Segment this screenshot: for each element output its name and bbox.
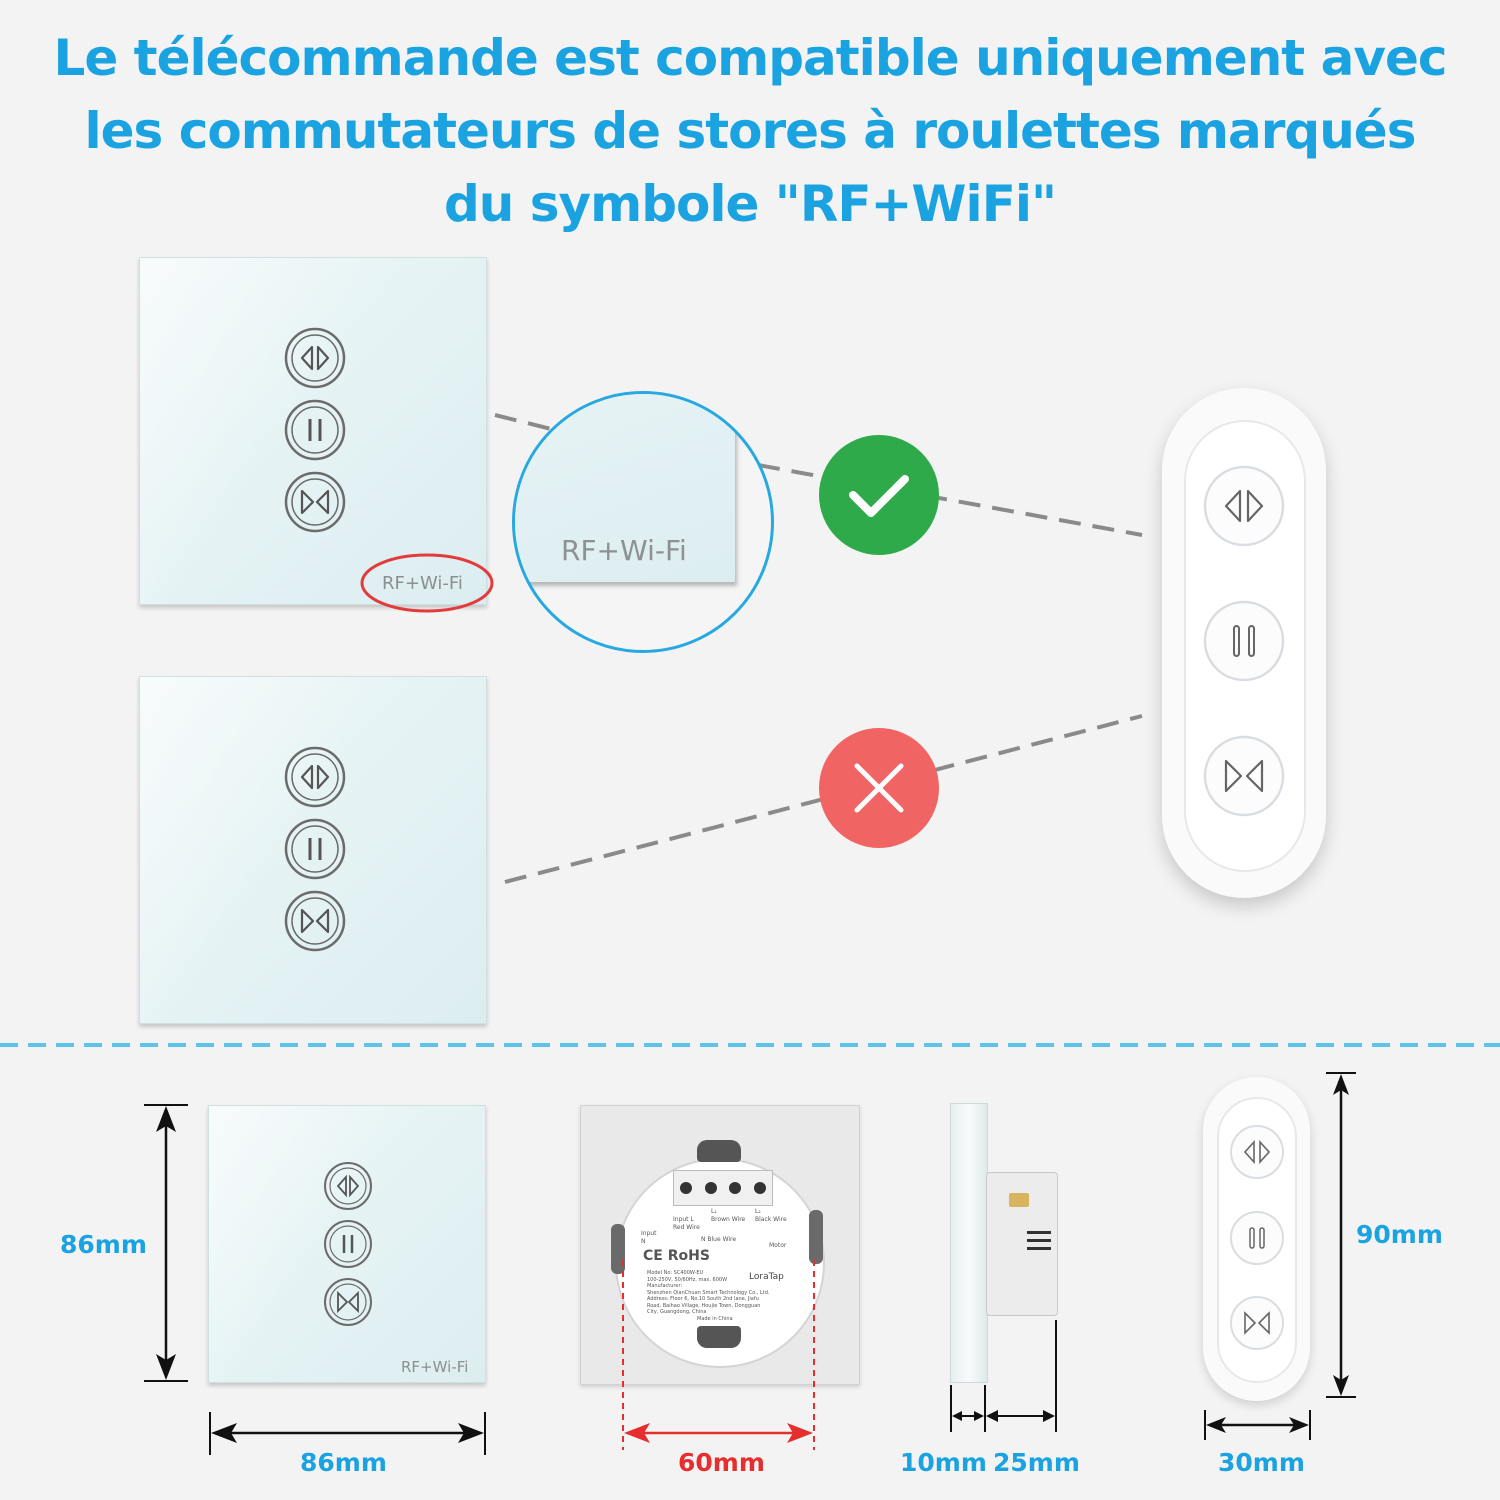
- section-separator: [0, 1043, 1500, 1047]
- switch-buttons: [284, 746, 346, 952]
- open-button-icon: [324, 1162, 372, 1210]
- remote-pause-button[interactable]: [1203, 600, 1285, 682]
- back-label-text: Model No: SC400W-EU 100-250V, 50/60Hz, m…: [647, 1270, 770, 1322]
- zoom-rf-wifi-marking: RF+Wi-Fi: [561, 534, 687, 567]
- red-highlight-ellipse: [360, 553, 494, 613]
- remote-width-label: 30mm: [1218, 1448, 1305, 1477]
- panel-width-label: 86mm: [300, 1448, 387, 1477]
- left-clip: [611, 1224, 625, 1274]
- remote-close-button-small: [1230, 1296, 1284, 1350]
- terminal-screw: [753, 1182, 766, 1194]
- remote-close-button[interactable]: [1203, 735, 1285, 817]
- headline: Le télécommande est compatible uniquemen…: [0, 22, 1500, 241]
- back-box-width-label: 60mm: [678, 1448, 765, 1477]
- side-depth-label: 25mm: [993, 1448, 1080, 1477]
- switch-back-view: Input N Input L Red Wire L₁ Brown Wire L…: [580, 1105, 860, 1385]
- rf-wifi-marking: RF+Wi-Fi: [382, 573, 463, 594]
- pause-button-icon: [324, 1220, 372, 1268]
- pause-button-icon: [284, 399, 346, 461]
- remote-buttons: [1203, 465, 1285, 817]
- panel-height-label: 86mm: [60, 1230, 147, 1259]
- top-tab: [697, 1140, 741, 1162]
- right-clip: [809, 1210, 823, 1264]
- headline-line-3: du symbole "RF+WiFi": [443, 175, 1057, 233]
- remote-control-small: [1203, 1077, 1310, 1401]
- brand-label: LoraTap: [749, 1272, 784, 1282]
- remote-pause-button-small: [1230, 1211, 1284, 1265]
- pause-button-icon: [284, 818, 346, 880]
- side-front-thickness-label: 10mm: [900, 1448, 987, 1477]
- remote-open-button-small: [1230, 1125, 1284, 1179]
- close-button-icon: [284, 471, 346, 533]
- headline-line-1: Le télécommande est compatible uniquemen…: [53, 29, 1448, 87]
- close-button-icon: [324, 1278, 372, 1326]
- terminal-screw: [729, 1182, 742, 1194]
- switch-buttons: [284, 327, 346, 533]
- side-terminal: [1009, 1193, 1029, 1207]
- switch-side-module: [986, 1172, 1058, 1316]
- bottom-tab: [697, 1326, 741, 1348]
- cross-icon: [854, 763, 904, 813]
- open-button-icon: [284, 746, 346, 808]
- rf-wifi-marking-small: RF+Wi-Fi: [401, 1358, 469, 1376]
- check-icon: [849, 475, 909, 517]
- switch-buttons: [324, 1162, 372, 1326]
- remote-height-label: 90mm: [1356, 1220, 1443, 1249]
- headline-line-2: les commutateurs de stores à roulettes m…: [84, 102, 1417, 160]
- incompatible-badge: [819, 728, 939, 848]
- terminal-screw: [680, 1182, 693, 1194]
- zoom-panel-corner: [515, 394, 735, 582]
- terminal-block: [673, 1170, 773, 1206]
- remote-open-button[interactable]: [1203, 465, 1285, 547]
- zoom-circle: RF+Wi-Fi: [512, 391, 774, 653]
- terminal-screw: [704, 1182, 717, 1194]
- remote-buttons-small: [1230, 1125, 1284, 1350]
- close-button-icon: [284, 890, 346, 952]
- compatible-badge: [819, 435, 939, 555]
- remote-control: [1162, 388, 1326, 898]
- side-vent: [1027, 1231, 1051, 1234]
- open-button-icon: [284, 327, 346, 389]
- certification-marks: CE RoHS: [643, 1248, 710, 1264]
